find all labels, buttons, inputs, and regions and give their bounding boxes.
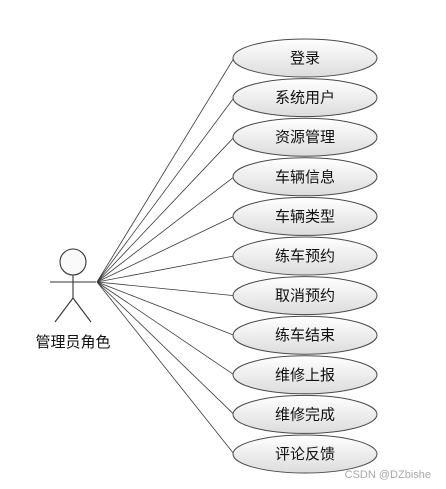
use-case-resource-management: 资源管理 [232,117,378,157]
use-case-cancel-booking: 取消预约 [232,276,378,316]
use-case-label: 维修上报 [275,366,335,384]
association-line-repair-report [96,281,235,376]
use-case-ellipse [232,38,378,78]
use-case-label: 登录 [290,49,320,67]
use-case-comment-feedback: 评论反馈 [232,434,378,474]
association-lines [96,57,235,455]
use-case-label: 车辆类型 [275,207,335,225]
use-case-vehicle-type: 车辆类型 [232,196,378,236]
use-case-practice-end: 练车结束 [232,315,378,355]
association-line-system-users [96,97,235,283]
use-case-ellipse [232,196,378,236]
use-case-label: 车辆信息 [275,168,335,186]
use-case-ellipse [232,434,378,474]
association-line-cancel-booking [96,281,235,296]
use-case-repair-complete: 维修完成 [232,394,378,434]
use-case-ellipse [232,315,378,355]
association-line-practice-booking [96,255,235,283]
use-case-practice-booking: 练车预约 [232,236,378,276]
association-line-vehicle-info [96,176,235,283]
actor-label: 管理员角色 [35,333,110,351]
use-case-label: 取消预约 [275,287,335,305]
use-case-label: 练车预约 [275,247,335,265]
use-case-ellipse [232,355,378,395]
use-case-ellipse [232,236,378,276]
association-line-resource-management [96,136,235,283]
use-case-vehicle-info: 车辆信息 [232,157,378,197]
use-case-label: 评论反馈 [275,445,335,463]
actor-head [59,248,87,276]
actor-right-leg [72,297,92,323]
association-line-vehicle-type [96,216,235,283]
association-line-repair-complete [96,281,235,415]
use-case-login: 登录 [232,38,378,78]
use-case-ellipse [232,78,378,118]
association-line-comment-feedback [96,281,235,455]
use-case-ellipse [232,276,378,316]
use-case-label: 练车结束 [275,326,335,344]
association-line-practice-end [96,281,235,336]
use-case-label: 资源管理 [275,128,335,146]
watermark: CSDN @DZbishe [345,469,431,481]
use-case-repair-report: 维修上报 [232,355,378,395]
use-case-label: 维修完成 [275,405,335,423]
use-case-ellipse [232,394,378,434]
association-line-login [96,57,235,283]
use-case-list: 登录系统用户资源管理车辆信息车辆类型练车预约取消预约练车结束维修上报维修完成评论… [232,38,378,474]
use-case-ellipse [232,117,378,157]
use-case-system-users: 系统用户 [232,78,378,118]
use-case-label: 系统用户 [275,89,335,107]
use-case-ellipse [232,157,378,197]
actor-figure: 管理员角色 [35,248,111,351]
actor-left-leg [54,297,74,323]
